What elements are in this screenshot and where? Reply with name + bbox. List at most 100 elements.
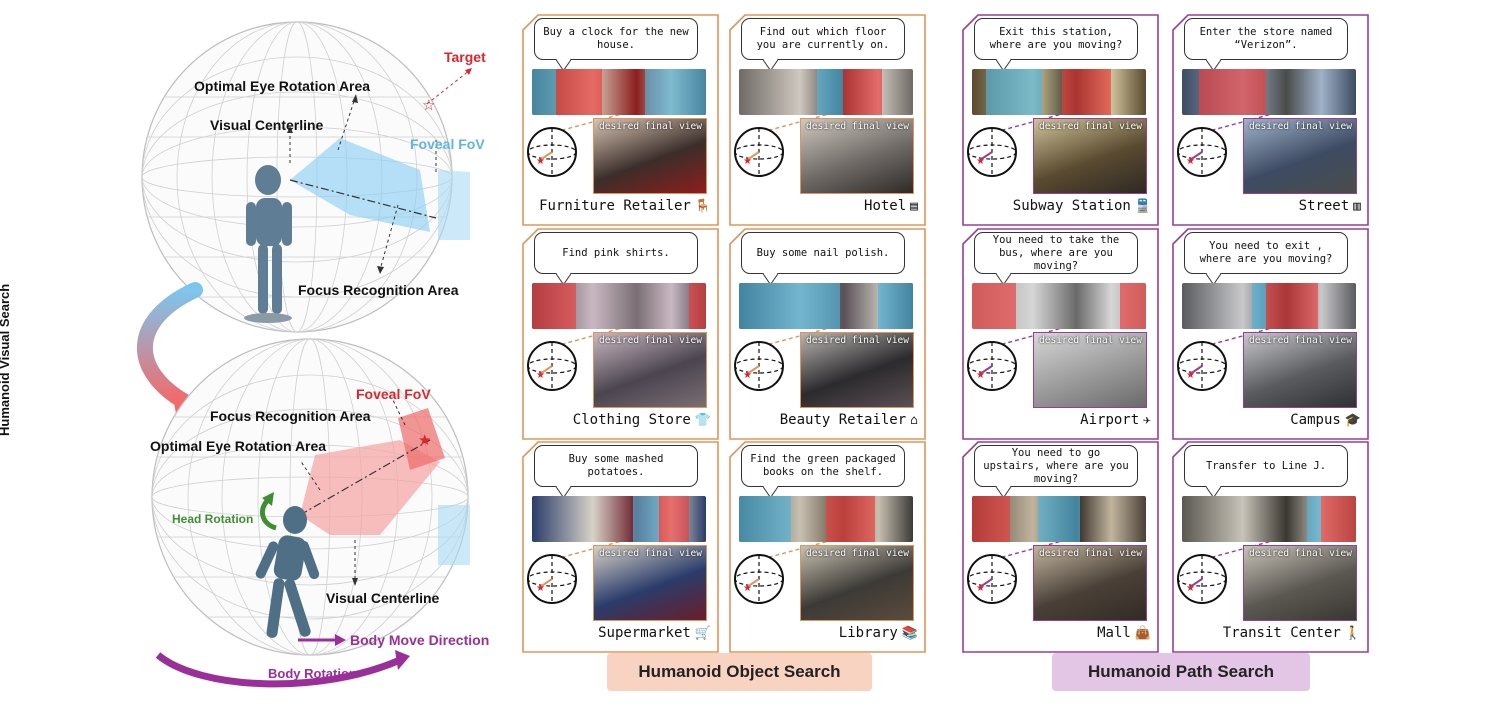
panorama-image bbox=[972, 496, 1146, 542]
task-prompt-bubble: You need to go upstairs, where are you m… bbox=[974, 445, 1138, 487]
path-search-title: Humanoid Path Search bbox=[1087, 662, 1275, 681]
scene-panel: Buy a clock for the new house. desired fi… bbox=[522, 14, 719, 226]
train-icon: 🚆 bbox=[1134, 198, 1151, 214]
svg-text:★: ★ bbox=[536, 583, 545, 594]
view-highlight bbox=[972, 283, 1016, 329]
panorama-image bbox=[1182, 283, 1356, 329]
optimal-eye-area-label-top: Optimal Eye Rotation Area bbox=[194, 78, 371, 94]
scene-panel: Find out which floor you are currently o… bbox=[729, 14, 926, 226]
task-prompt: Find pink shirts. bbox=[562, 246, 670, 259]
task-prompt-bubble: Find the green packaged books on the she… bbox=[741, 445, 905, 487]
focus-area-label-bottom: Focus Recognition Area bbox=[210, 408, 371, 424]
visual-centerline-label-top: Visual Centerline bbox=[210, 117, 324, 133]
scene-name-row: Beauty Retailer⌂ bbox=[780, 412, 918, 428]
desired-final-view-image: desired final view bbox=[1033, 332, 1147, 408]
task-prompt-bubble: You need to take the bus, where are you … bbox=[974, 232, 1138, 274]
panorama-image bbox=[532, 496, 706, 542]
svg-text:★: ★ bbox=[1186, 583, 1195, 594]
panorama-image bbox=[1182, 69, 1356, 115]
task-prompt: Transfer to Line J. bbox=[1205, 459, 1327, 472]
scene-panel: You need to exit , where are you moving?… bbox=[1172, 228, 1369, 440]
task-prompt: Buy some mashed potatoes. bbox=[568, 453, 664, 478]
direction-globe-icon: ★ bbox=[734, 554, 784, 604]
scene-name-row: Library📚 bbox=[839, 625, 918, 641]
direction-globe-icon: ★ bbox=[734, 127, 784, 177]
direction-globe-icon: ★ bbox=[967, 554, 1017, 604]
direction-globe-icon: ★ bbox=[527, 127, 577, 177]
desired-final-view-label: desired final view bbox=[1249, 335, 1352, 346]
plane-icon: ✈ bbox=[1143, 412, 1151, 428]
task-prompt-bubble: Find pink shirts. bbox=[534, 232, 698, 274]
direction-globe-icon: ★ bbox=[1177, 127, 1227, 177]
humanoid-robot-standing bbox=[244, 165, 292, 323]
scene-name-row: Transit Center🚶 bbox=[1223, 625, 1361, 641]
scene-name: Supermarket bbox=[598, 625, 691, 641]
task-prompt-bubble: Find out which floor you are currently o… bbox=[741, 18, 905, 60]
task-prompt: Buy some nail polish. bbox=[756, 246, 890, 259]
head-rotation-label: Head Rotation bbox=[172, 512, 254, 526]
desired-final-view-label: desired final view bbox=[1039, 548, 1142, 559]
desired-final-view-label: desired final view bbox=[806, 335, 909, 346]
desired-final-view-label: desired final view bbox=[1039, 121, 1142, 132]
scene-name: Hotel bbox=[864, 198, 907, 214]
visual-search-illustration: ☆ bbox=[137, 21, 472, 688]
scene-panel: Find the green packaged books on the she… bbox=[729, 441, 926, 653]
walking-person-icon: 🚶 bbox=[1344, 625, 1361, 641]
view-highlight bbox=[532, 69, 557, 115]
object-search-title: Humanoid Object Search bbox=[638, 662, 841, 681]
scene-name: Street bbox=[1298, 198, 1350, 214]
view-highlight bbox=[985, 69, 1042, 115]
view-highlight bbox=[801, 283, 840, 329]
task-prompt: Buy a clock for the new house. bbox=[543, 26, 689, 51]
scene-name: Transit Center bbox=[1222, 625, 1341, 641]
building-icon: ▤ bbox=[910, 198, 918, 214]
view-highlight bbox=[1199, 69, 1266, 115]
desired-final-view-image: desired final view bbox=[593, 545, 707, 621]
task-prompt-bubble: Transfer to Line J. bbox=[1184, 445, 1348, 487]
desired-final-view-label: desired final view bbox=[599, 121, 702, 132]
view-highlight bbox=[826, 496, 875, 542]
svg-text:★: ★ bbox=[743, 156, 752, 167]
desired-final-view-image: desired final view bbox=[1243, 118, 1357, 194]
scene-name-row: Clothing Store👕 bbox=[573, 412, 711, 428]
scene-name-row: Subway Station🚆 bbox=[1013, 198, 1151, 214]
task-prompt-bubble: Exit this station, where are you moving? bbox=[974, 18, 1138, 60]
desired-final-view-image: desired final view bbox=[593, 332, 707, 408]
transition-arrow bbox=[137, 282, 203, 410]
desired-final-view-image: desired final view bbox=[800, 545, 914, 621]
svg-text:★: ★ bbox=[418, 431, 431, 449]
svg-text:☆: ☆ bbox=[422, 96, 435, 114]
foveal-fov-label-bottom: Foveal FoV bbox=[356, 386, 431, 402]
svg-text:★: ★ bbox=[536, 370, 545, 381]
view-highlight bbox=[878, 283, 913, 329]
scene-panel: You need to take the bus, where are you … bbox=[962, 228, 1159, 440]
task-prompt: Find out which floor you are currently o… bbox=[756, 26, 890, 51]
body-rotation-label: Body Rotation bbox=[268, 666, 357, 681]
scene-panel: Enter the store named “Verizon”.desired … bbox=[1172, 14, 1369, 226]
bottom-sphere: ★ bbox=[151, 338, 470, 688]
foveal-fov-label-top: Foveal FoV bbox=[410, 136, 485, 152]
view-highlight bbox=[1119, 283, 1146, 329]
svg-text:★: ★ bbox=[536, 156, 545, 167]
scene-name: Mall bbox=[1097, 625, 1131, 641]
scene-panel: Find pink shirts. desired final view ★ Clot… bbox=[522, 228, 719, 440]
desired-final-view-label: desired final view bbox=[1249, 548, 1352, 559]
view-highlight bbox=[632, 496, 659, 542]
scene-name: Library bbox=[838, 625, 898, 641]
view-highlight bbox=[645, 69, 706, 115]
scene-name: Beauty Retailer bbox=[779, 412, 907, 428]
panorama-image bbox=[739, 496, 913, 542]
task-prompt: You need to exit , where are you moving? bbox=[1199, 240, 1333, 265]
graduation-cap-icon: 🎓 bbox=[1344, 412, 1361, 428]
direction-globe-icon: ★ bbox=[1177, 341, 1227, 391]
direction-globe-icon: ★ bbox=[527, 341, 577, 391]
scene-name: Clothing Store bbox=[572, 412, 691, 428]
scene-panel: Buy some nail polish.desired final view★… bbox=[729, 228, 926, 440]
scene-panel: Buy some mashed potatoes. desired final v… bbox=[522, 441, 719, 653]
direction-globe-icon: ★ bbox=[967, 341, 1017, 391]
view-highlight bbox=[739, 283, 802, 329]
task-prompt: Find the green packaged books on the she… bbox=[750, 453, 896, 478]
view-highlight bbox=[817, 69, 844, 115]
view-highlight bbox=[556, 69, 602, 115]
focus-area-label-top: Focus Recognition Area bbox=[298, 282, 459, 298]
